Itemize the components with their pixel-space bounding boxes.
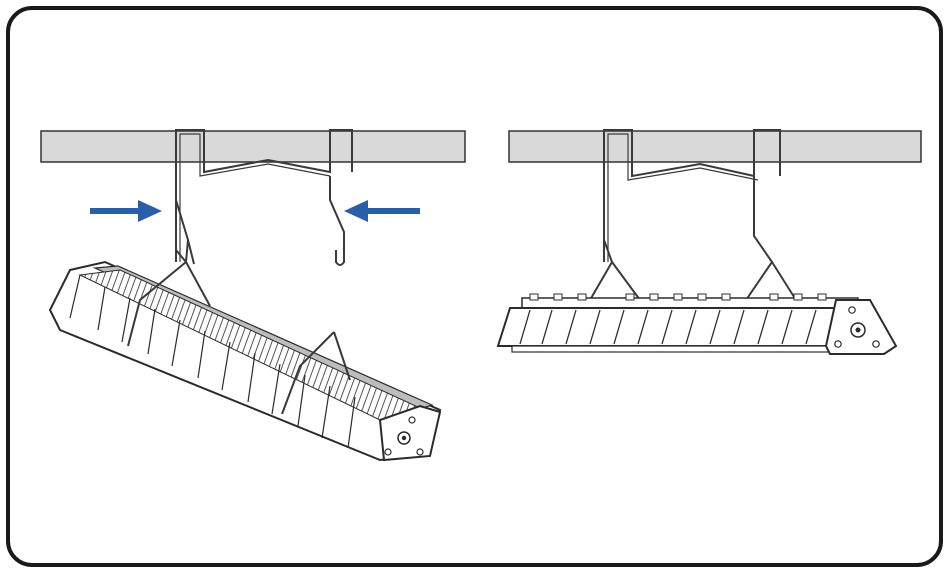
light-fixture-tilted [48, 260, 442, 462]
hanger-wire-loop-2 [281, 331, 351, 415]
ceiling-beam-right [508, 130, 922, 163]
hanger-hook-free [329, 176, 345, 266]
ceiling-beam-left [40, 130, 466, 163]
hanger-clip-right [603, 129, 781, 262]
arrow-right-icon [90, 200, 162, 222]
left-panel [40, 129, 466, 462]
end-cap-left [378, 404, 442, 462]
hanger-clip-left [175, 129, 353, 262]
arrow-left-icon [344, 200, 420, 222]
right-panel [496, 129, 922, 355]
hanger-hook-left-a [175, 150, 195, 265]
hanger-wire-loop-1 [127, 261, 211, 347]
light-fixture-level [496, 293, 898, 355]
